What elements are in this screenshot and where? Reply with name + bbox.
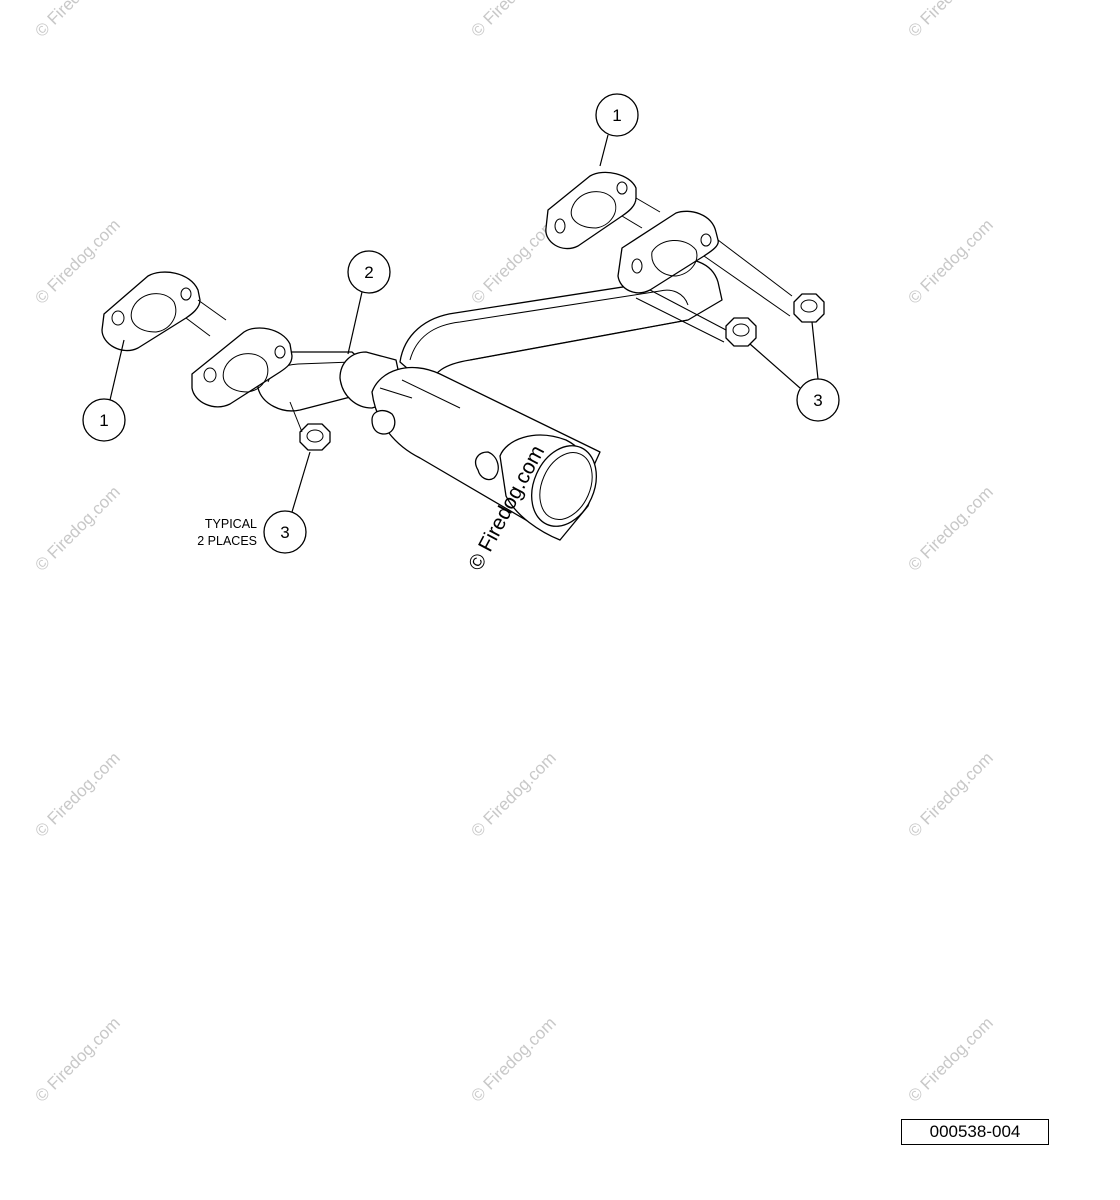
exhaust-assembly xyxy=(101,171,825,541)
reference-number: 000538-004 xyxy=(901,1119,1049,1145)
watermark: © Firedog.com xyxy=(31,482,123,574)
nut-left xyxy=(299,423,331,451)
callout-2: 2 xyxy=(347,250,391,355)
left-joint-flange xyxy=(191,327,293,408)
callout-number: 1 xyxy=(99,411,108,430)
right-joint-flange xyxy=(617,210,719,294)
right-gasket xyxy=(545,171,661,250)
callout-1-left: 1 xyxy=(82,339,126,442)
watermark: © Firedog.com xyxy=(467,1013,559,1105)
watermark: © Firedog.com xyxy=(904,0,996,41)
callout-1-right: 1 xyxy=(595,93,639,167)
callout-number: 3 xyxy=(813,391,822,410)
watermark: © Firedog.com xyxy=(467,0,559,41)
watermark: © Firedog.com xyxy=(31,748,123,840)
watermark-grid: © Firedog.com © Firedog.com © Firedog.co… xyxy=(31,0,996,1106)
watermark: © Firedog.com xyxy=(904,215,996,307)
callout-number: 3 xyxy=(280,523,289,542)
watermark: © Firedog.com xyxy=(31,1013,123,1105)
watermark: © Firedog.com xyxy=(31,215,123,307)
nut-right-upper xyxy=(793,293,825,323)
left-gasket xyxy=(101,271,227,352)
tailpipe xyxy=(371,366,601,541)
watermark: © Firedog.com xyxy=(904,482,996,574)
callout-3-left: 3 TYPICAL 2 PLACES xyxy=(197,451,311,554)
callout-number: 2 xyxy=(364,263,373,282)
watermark: © Firedog.com xyxy=(904,1013,996,1105)
note-typical: TYPICAL xyxy=(205,517,257,531)
nut-right-lower xyxy=(725,317,757,347)
watermark: © Firedog.com xyxy=(904,748,996,840)
watermark: © Firedog.com xyxy=(31,0,123,41)
watermark: © Firedog.com xyxy=(467,748,559,840)
callout-3-right: 3 xyxy=(749,321,840,422)
callout-number: 1 xyxy=(612,106,621,125)
right-pipe xyxy=(399,258,723,389)
note-places: 2 PLACES xyxy=(197,534,257,548)
